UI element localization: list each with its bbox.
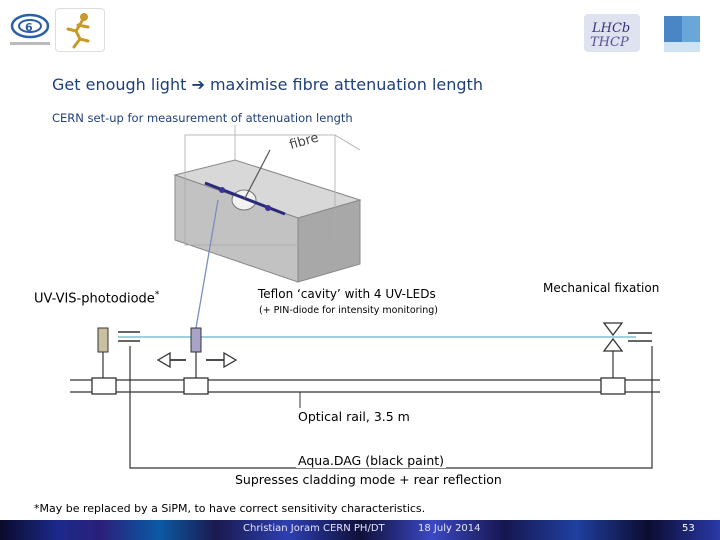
pin-diode-label: (+ PIN-diode for intensity monitoring) xyxy=(259,305,438,316)
svg-text:LHCb: LHCb xyxy=(591,21,630,36)
led-module-body xyxy=(190,327,202,353)
svg-text:6: 6 xyxy=(25,21,33,34)
footnote: *May be replaced by a SiPM, to have corr… xyxy=(34,502,426,515)
fibre-segment xyxy=(243,149,271,201)
runner-logo-icon xyxy=(55,8,105,52)
optical-rail-label: Optical rail, 3.5 m xyxy=(296,409,412,424)
slide-title: Get enough light ➔ maximise fibre attenu… xyxy=(52,75,483,94)
photodiode-body xyxy=(97,327,109,353)
aquadag-bracket xyxy=(129,346,653,469)
teflon-cavity-label: Teflon ‘cavity’ with 4 UV-LEDs xyxy=(258,287,436,301)
arrow-right-icon: ➔ xyxy=(191,75,205,94)
setup-caption: CERN set-up for measurement of attenuati… xyxy=(52,111,353,125)
footnote-mark: * xyxy=(154,290,160,300)
footer-date: 18 July 2014 xyxy=(418,523,481,534)
photodiode-label: UV-VIS-photodiode* xyxy=(34,290,160,307)
svg-text:THCP: THCP xyxy=(590,35,629,50)
lhcb-logo-icon: LHCb THCP xyxy=(584,14,640,52)
mechanical-fixation-icon xyxy=(602,322,624,378)
move-right-arrow-icon xyxy=(206,351,238,369)
aquadag-label: Aqua.DAG (black paint) xyxy=(296,453,447,468)
optical-rail xyxy=(70,377,660,395)
sensl-logo-icon: 6 xyxy=(6,8,54,50)
teflon-cavity-block xyxy=(173,125,362,283)
cavity-cable xyxy=(195,199,219,329)
footer-bar xyxy=(0,520,720,540)
supresses-label: Supresses cladding mode + rear reflectio… xyxy=(233,472,504,487)
setup-diagram xyxy=(70,125,660,469)
title-part2: maximise fibre attenuation length xyxy=(209,75,483,94)
mechanical-fixation-label: Mechanical fixation xyxy=(543,281,660,295)
move-left-arrow-icon xyxy=(156,351,186,369)
scifi-logo-icon xyxy=(660,14,704,54)
title-part1: Get enough light xyxy=(52,75,187,94)
footer-author: Christian Joram CERN PH/DT xyxy=(243,523,385,534)
page-number: 53 xyxy=(682,523,695,534)
